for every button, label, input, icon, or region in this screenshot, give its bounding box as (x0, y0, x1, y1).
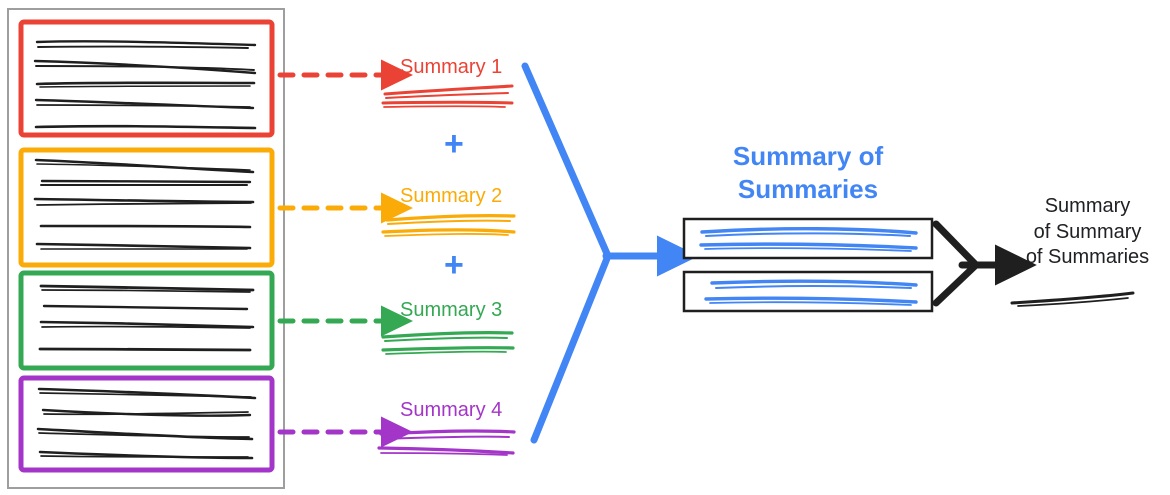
source-documents-container (7, 8, 285, 489)
sos-box-2 (682, 270, 934, 313)
chunk-2-text-lines (33, 158, 255, 250)
chunk-3-text-lines (38, 284, 255, 352)
summary-3-label: Summary 3 (400, 299, 503, 321)
sos-box-1-lines (699, 227, 918, 252)
final-title-line-1: Summary (1044, 195, 1131, 217)
final-title-line-3: of Summaries (1025, 246, 1150, 269)
final-title-line-2: of Summary (1033, 220, 1142, 243)
chunk-box-1 (18, 19, 275, 138)
sos-box-1 (682, 217, 934, 260)
summary-of-summaries-title: Summary of Summaries (683, 140, 933, 205)
chunk-1-text-lines (33, 40, 257, 130)
summary-3-lines (381, 331, 515, 355)
sos-box-2-lines (704, 279, 918, 306)
chunk-box-4 (18, 375, 275, 473)
summary-2-label: Summary 2 (400, 185, 503, 207)
blue-merge-arrow (521, 62, 699, 444)
final-summary-lines (1010, 291, 1135, 307)
final-summary-title: Summary of Summary of Summaries (1010, 194, 1165, 271)
summary-2-lines (381, 214, 516, 237)
chunk-box-3 (18, 270, 275, 371)
plus-operator-1: + (444, 125, 464, 163)
sos-title-line-1: Summary of (732, 141, 884, 171)
sos-title-line-2: Summaries (737, 173, 879, 204)
summary-1-lines (381, 84, 514, 108)
summary-4-lines (377, 429, 516, 456)
summary-4-label: Summary 4 (400, 399, 503, 421)
plus-operator-2: + (444, 246, 464, 284)
summary-1-label: Summary 1 (400, 56, 503, 78)
black-merge-arrow (932, 220, 1037, 307)
chunk-box-2 (18, 147, 275, 268)
chunk-4-text-lines (36, 387, 257, 460)
